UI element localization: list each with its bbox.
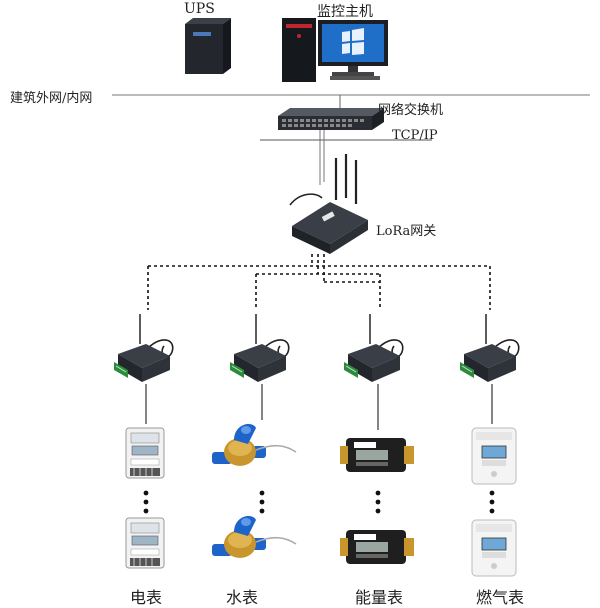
- lora-node-gas: [459, 313, 520, 383]
- ups-label: UPS: [184, 1, 215, 17]
- electric-meter-icon: [125, 517, 165, 569]
- electric-meter-icon: [125, 427, 165, 479]
- meter-label-energy: 能量表: [355, 588, 404, 607]
- lora-links: [147, 254, 491, 310]
- water-meter-icon: [211, 515, 297, 559]
- meter-label-electric: 电表: [130, 588, 163, 607]
- meter-label-water: 水表: [226, 588, 259, 607]
- gas-meter-icon: [471, 519, 517, 577]
- more-dots: [143, 490, 495, 514]
- lora-node-electric: [113, 313, 174, 383]
- energy-meter-icon: [340, 438, 414, 472]
- switch-label: 网络交换机: [378, 103, 444, 118]
- node-meter-links: [145, 384, 493, 430]
- switch-cables: [319, 130, 325, 185]
- host-computer-icon: [282, 18, 388, 82]
- water-meter-icon: [211, 423, 297, 467]
- meter-label-gas: 燃气表: [476, 588, 525, 607]
- host-label: 监控主机: [317, 4, 373, 20]
- gas-meter-icon: [471, 427, 517, 485]
- ups-icon: [185, 18, 231, 74]
- network-switch-icon: [278, 108, 384, 130]
- lora-node-energy: [343, 313, 404, 383]
- protocol-label: TCP/IP: [392, 128, 438, 143]
- energy-meter-icon: [340, 530, 414, 564]
- lora-gateway-icon: [289, 154, 368, 254]
- gateway-label: LoRa网关: [376, 224, 437, 239]
- lora-node-water: [229, 313, 290, 383]
- network-label: 建筑外网/内网: [10, 91, 93, 106]
